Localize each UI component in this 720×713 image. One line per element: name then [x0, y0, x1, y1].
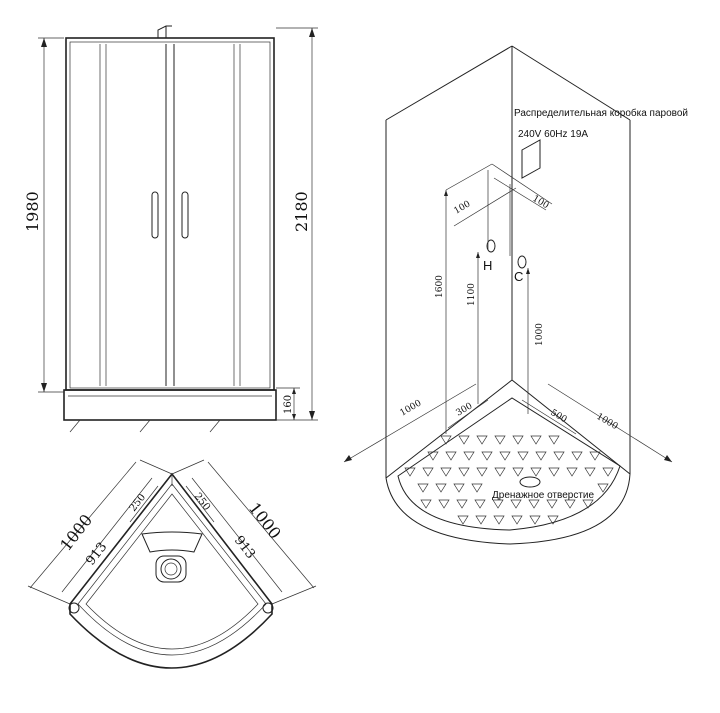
tray-triangle — [475, 515, 487, 525]
base-walls — [385, 379, 631, 479]
tray-triangle — [548, 467, 560, 477]
tray-triangle — [529, 515, 541, 525]
tray-triangle — [457, 515, 469, 525]
hot-outlet-icon — [486, 239, 496, 253]
cold-outlet-icon — [517, 255, 527, 269]
dim-height-tray: 160 — [283, 395, 294, 414]
tray-triangle — [476, 467, 488, 477]
cold-label: C — [514, 269, 523, 284]
tray-triangle — [517, 451, 529, 461]
dim-height-cabin: 1980 — [23, 191, 42, 232]
dim-side-left: 1000 — [56, 511, 96, 555]
dim-box-right: 100 — [531, 194, 551, 211]
tray-triangle — [438, 499, 450, 509]
dim-inner-right: 913 — [231, 533, 258, 562]
dim-height-box: 1600 — [435, 275, 445, 298]
dim-base-right: 1000 — [595, 412, 620, 432]
tray-triangle — [511, 515, 523, 525]
knob-right-icon — [262, 602, 274, 614]
tray-triangle — [584, 467, 596, 477]
tray-triangle — [564, 499, 576, 509]
junction-box-label: Распределительная коробка паровой — [514, 107, 688, 119]
tray-triangle — [458, 435, 470, 445]
seat — [141, 531, 203, 553]
tray-triangle — [463, 451, 475, 461]
tray-triangle — [471, 483, 483, 493]
plan-view: 1000 1000 913 913 250 250 — [27, 459, 317, 669]
tray-triangle — [453, 483, 465, 493]
dim-offset-right: 250 — [192, 491, 212, 513]
tray-triangle — [493, 515, 505, 525]
tray-triangle — [476, 435, 488, 445]
tray-triangle — [602, 467, 614, 477]
tray-triangle — [512, 435, 524, 445]
door-handle-left — [151, 191, 159, 239]
tray-triangle — [546, 499, 558, 509]
knob-left-icon — [68, 602, 80, 614]
drain-icon — [160, 558, 182, 580]
tray-triangle — [510, 499, 522, 509]
tray-triangle — [435, 483, 447, 493]
tray-triangle — [548, 435, 560, 445]
dim-inner-left: 913 — [83, 540, 110, 569]
tray-triangle — [427, 451, 439, 461]
tray-triangle — [440, 435, 452, 445]
tray-triangle — [547, 515, 559, 525]
drain-hole-icon — [519, 476, 541, 488]
dim-height-hot: 1100 — [467, 283, 477, 306]
tray-triangle — [404, 467, 416, 477]
tray-triangle — [494, 435, 506, 445]
drain-label: Дренажное отверстие — [492, 490, 595, 501]
power-spec-label: 240V 60Hz 19A — [518, 129, 588, 140]
tray-triangle — [440, 467, 452, 477]
tray-triangle — [512, 467, 524, 477]
dim-box-left: 100 — [453, 199, 473, 216]
tray-triangle — [456, 499, 468, 509]
tray-triangle — [597, 483, 609, 493]
dim-height-total: 2180 — [292, 191, 311, 232]
tray-outline — [69, 472, 273, 669]
tray-triangle — [481, 451, 493, 461]
iso-view: Распределительная коробка паровой 240V 6… — [343, 45, 688, 545]
door-handle-right — [181, 191, 189, 239]
tray-triangle — [474, 499, 486, 509]
shower-head-fitting — [157, 25, 172, 38]
wall-top-left — [385, 45, 513, 121]
tray-triangle — [458, 467, 470, 477]
tray-triangle — [499, 451, 511, 461]
hot-label: H — [483, 258, 492, 273]
junction-box — [521, 139, 541, 179]
dim-base-left: 1000 — [399, 398, 424, 418]
tray-triangle — [445, 451, 457, 461]
tray-triangle — [535, 451, 547, 461]
tray-triangle — [494, 467, 506, 477]
tray-triangle — [553, 451, 565, 461]
tray-triangle — [530, 435, 542, 445]
cabin-frame — [65, 37, 275, 391]
dim-height-cold: 1000 — [535, 323, 545, 346]
tray-triangle — [566, 467, 578, 477]
tray-triangle — [530, 467, 542, 477]
tray-triangle — [582, 499, 594, 509]
tray-triangle — [528, 499, 540, 509]
shower-tray — [63, 389, 277, 421]
tray-triangle — [417, 483, 429, 493]
tray-top — [397, 397, 621, 531]
tray-triangle — [422, 467, 434, 477]
dim-side-right: 1000 — [245, 499, 285, 543]
tray-triangle — [589, 451, 601, 461]
tray-triangle — [420, 499, 432, 509]
tray-triangle — [571, 451, 583, 461]
drain-fitting — [155, 555, 187, 583]
wall-top-right — [511, 45, 631, 121]
front-view: 1980 2180 160 — [23, 25, 318, 433]
tray-triangle — [492, 499, 504, 509]
tray-pattern — [404, 435, 614, 525]
